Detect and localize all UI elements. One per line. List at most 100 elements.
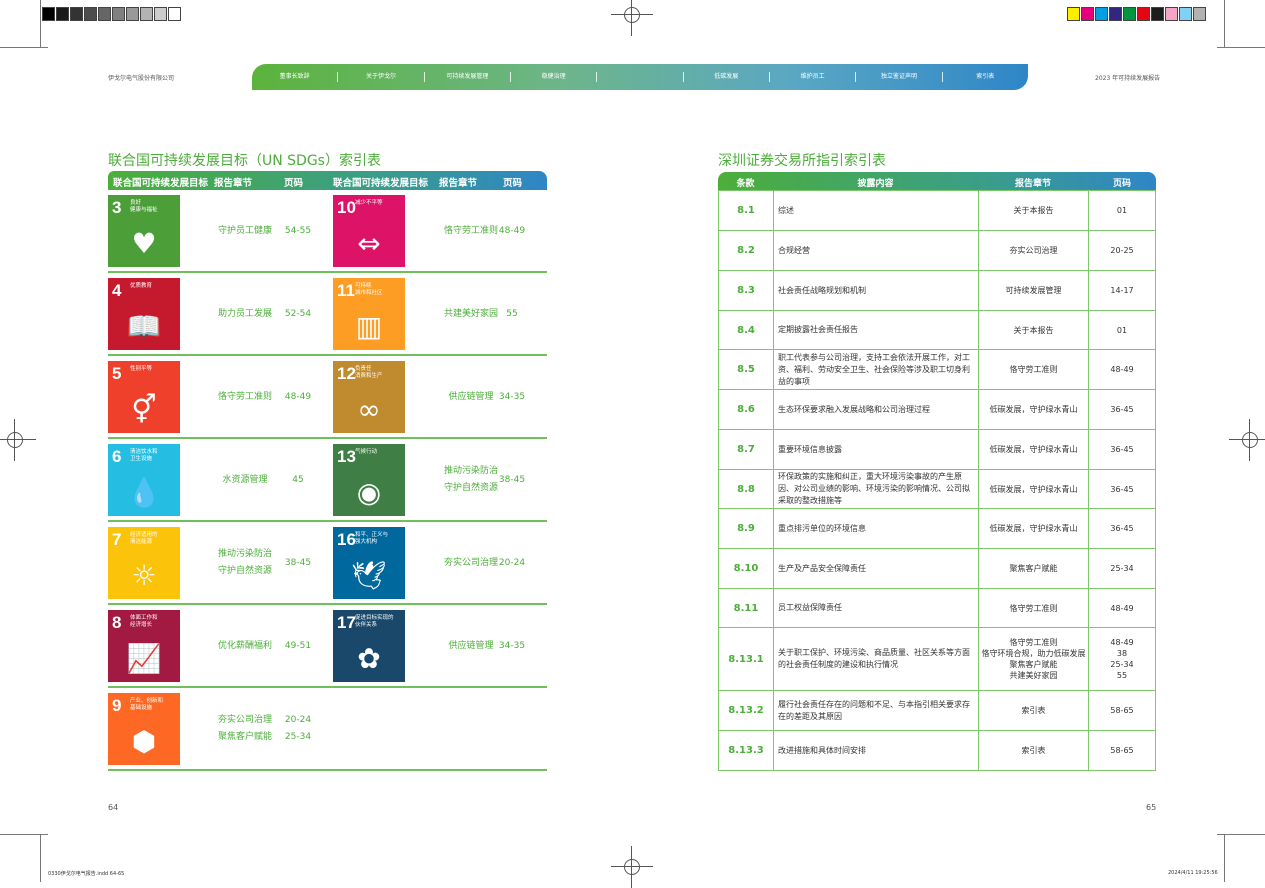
sdg-number: 3 [112, 198, 122, 217]
clause-code: 8.1 [718, 190, 774, 231]
col-chapter: 报告章节 [214, 178, 253, 189]
sdg-5-icon: ⚥ [131, 393, 157, 426]
trim-mark [1217, 834, 1265, 835]
disclosure-content: 综述 [773, 190, 979, 231]
page-ref: 45 [278, 472, 318, 489]
nav-item-5[interactable]: 低碳发展 [684, 72, 770, 82]
page-ref: 34-35 [492, 389, 532, 406]
report-section: 可持续发展管理 [978, 270, 1089, 311]
chapter-line: 供应链管理 [448, 640, 494, 651]
sdg-number: 16 [337, 530, 356, 549]
disclosure-content: 重点排污单位的环境信息 [773, 508, 979, 549]
col-clause: 条款 [736, 179, 755, 189]
nav-item-3[interactable]: 稳健治理 [511, 72, 598, 82]
szse-index-title: 深圳证券交易所指引索引表 [718, 153, 886, 169]
nav-item-8[interactable]: 索引表 [976, 73, 995, 80]
gray-swatch [154, 7, 167, 21]
report-section: 索引表 [978, 690, 1089, 731]
chapter-line: 推动污染防治 [217, 549, 272, 559]
page-ref: 36-45 [1088, 508, 1156, 549]
nav-item-2[interactable]: 可持续发展管理 [425, 72, 511, 82]
chapter-line: 守护员工健康 [217, 225, 272, 236]
nav-item-1[interactable]: 关于伊戈尔 [338, 72, 425, 82]
sdg-11-icon: ▥ [355, 310, 383, 343]
page-ref: 36-45 [1088, 429, 1156, 470]
report-chapter: 推动污染防治守护自然资源 [426, 463, 516, 497]
page-ref: 58-65 [1088, 730, 1156, 771]
disclosure-content: 关于职工保护、环境污染、商品质量、社区关系等方面的社会责任制度的建设和执行情况 [773, 627, 979, 691]
report-section: 低碳发展，守护绿水青山 [978, 469, 1089, 509]
page-line: 34-35 [498, 640, 526, 651]
page-line: 48-49 [498, 225, 526, 236]
col-page: 页码 [503, 178, 523, 189]
trim-mark [0, 834, 48, 835]
chapter-line: 夯实公司治理 [443, 557, 498, 568]
report-chapter: 恪守劳工准则 [426, 223, 516, 240]
nav-item-6[interactable]: 维护员工 [770, 72, 857, 82]
disclosure-content: 合规经营 [773, 230, 979, 271]
clause-code: 8.6 [718, 389, 774, 430]
color-swatch [1151, 7, 1164, 21]
clause-code: 8.2 [718, 230, 774, 271]
report-chapter: 供应链管理 [426, 638, 516, 655]
clause-code: 8.8 [718, 469, 774, 509]
sdg-number: 17 [337, 613, 356, 632]
registration-mark [1229, 419, 1265, 461]
report-section: 夯实公司治理 [978, 230, 1089, 271]
nav-item-0[interactable]: 董事长致辞 [252, 72, 339, 82]
sdg-label: 经济适用的 清洁能源 [130, 532, 158, 545]
trim-mark [1224, 834, 1225, 882]
page-ref: 54-55 [278, 223, 318, 240]
page-line: 25-34 [284, 732, 312, 742]
chapter-line: 夯实公司治理 [217, 715, 272, 725]
color-swatch [1081, 7, 1094, 21]
company-name: 伊戈尔电气股份有限公司 [108, 75, 175, 82]
gray-swatch [168, 7, 181, 21]
trim-mark [0, 47, 48, 48]
page-ref: 48-49 [492, 223, 532, 240]
sdg-label: 优质教育 [130, 283, 153, 289]
trim-mark [1224, 0, 1225, 48]
col-page: 页码 [284, 178, 304, 189]
sdg-12-icon: ∞ [357, 393, 381, 426]
page-line: 34-35 [498, 391, 526, 402]
page-ref: 48-49 38 25-34 55 [1088, 627, 1156, 691]
disclosure-content: 生产及产品安全保障责任 [773, 548, 979, 589]
gray-swatch [56, 7, 69, 21]
sdg-number: 10 [337, 198, 356, 217]
col-goal: 联合国可持续发展目标 [113, 178, 209, 189]
report-section: 聚焦客户赋能 [978, 548, 1089, 589]
trim-mark [1217, 47, 1265, 48]
gray-swatch [84, 7, 97, 21]
col-content: 披露内容 [857, 179, 894, 189]
nav-item-7[interactable]: 独立鉴证声明 [856, 72, 943, 82]
gray-swatch [126, 7, 139, 21]
color-swatch [1067, 7, 1080, 21]
page-number-left: 64 [108, 803, 119, 812]
sdg-10-icon: ⇔ [357, 227, 381, 260]
page-ref: 48-49 [1088, 349, 1156, 390]
sdg-table-header: 联合国可持续发展目标 报告章节 页码 联合国可持续发展目标 报告章节 页码 [108, 171, 547, 190]
nav-item-4[interactable] [597, 72, 684, 82]
page-line: 20-24 [284, 715, 312, 725]
clause-code: 8.13.2 [718, 690, 774, 731]
clause-code: 8.9 [718, 508, 774, 549]
report-section: 关于本报告 [978, 310, 1089, 350]
report-section: 低碳发展，守护绿水青山 [978, 508, 1089, 549]
col-goal: 联合国可持续发展目标 [333, 178, 429, 189]
report-section: 索引表 [978, 730, 1089, 771]
clause-code: 8.11 [718, 588, 774, 628]
disclosure-content: 职工代表参与公司治理，支持工会依法开展工作，对工资、福利、劳动安全卫生、社会保险… [773, 349, 979, 390]
report-chapter: 水资源管理 [200, 472, 290, 489]
